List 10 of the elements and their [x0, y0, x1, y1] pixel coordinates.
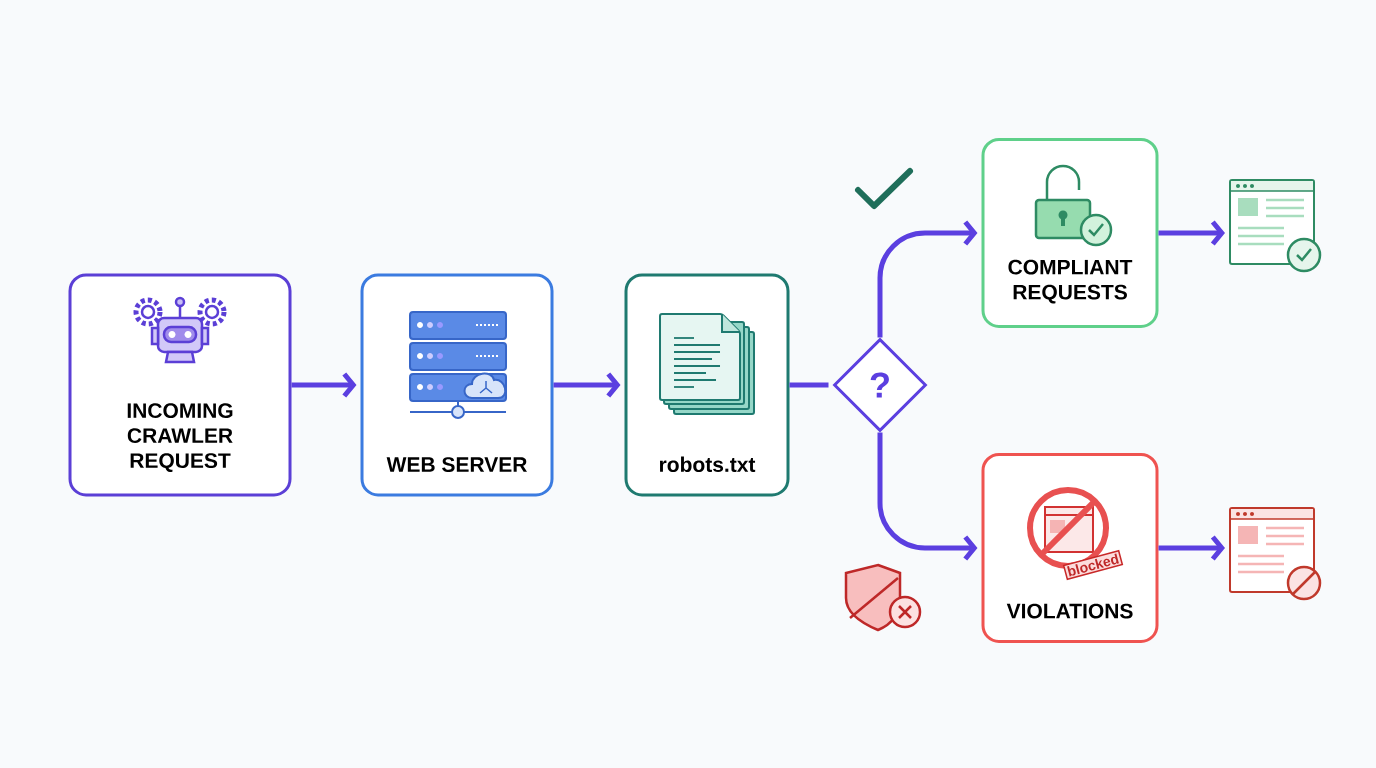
process-box: COMPLIANT REQUESTS [981, 138, 1159, 328]
arrow [877, 220, 978, 338]
arrow [553, 372, 621, 398]
arrow [1158, 220, 1225, 246]
arrow [1158, 535, 1225, 561]
browser-window-icon [1229, 507, 1322, 601]
arrow [291, 372, 357, 398]
process-box: INCOMING CRAWLER REQUEST [68, 273, 292, 497]
browser-window-icon [1229, 179, 1322, 273]
arrow [877, 432, 978, 561]
